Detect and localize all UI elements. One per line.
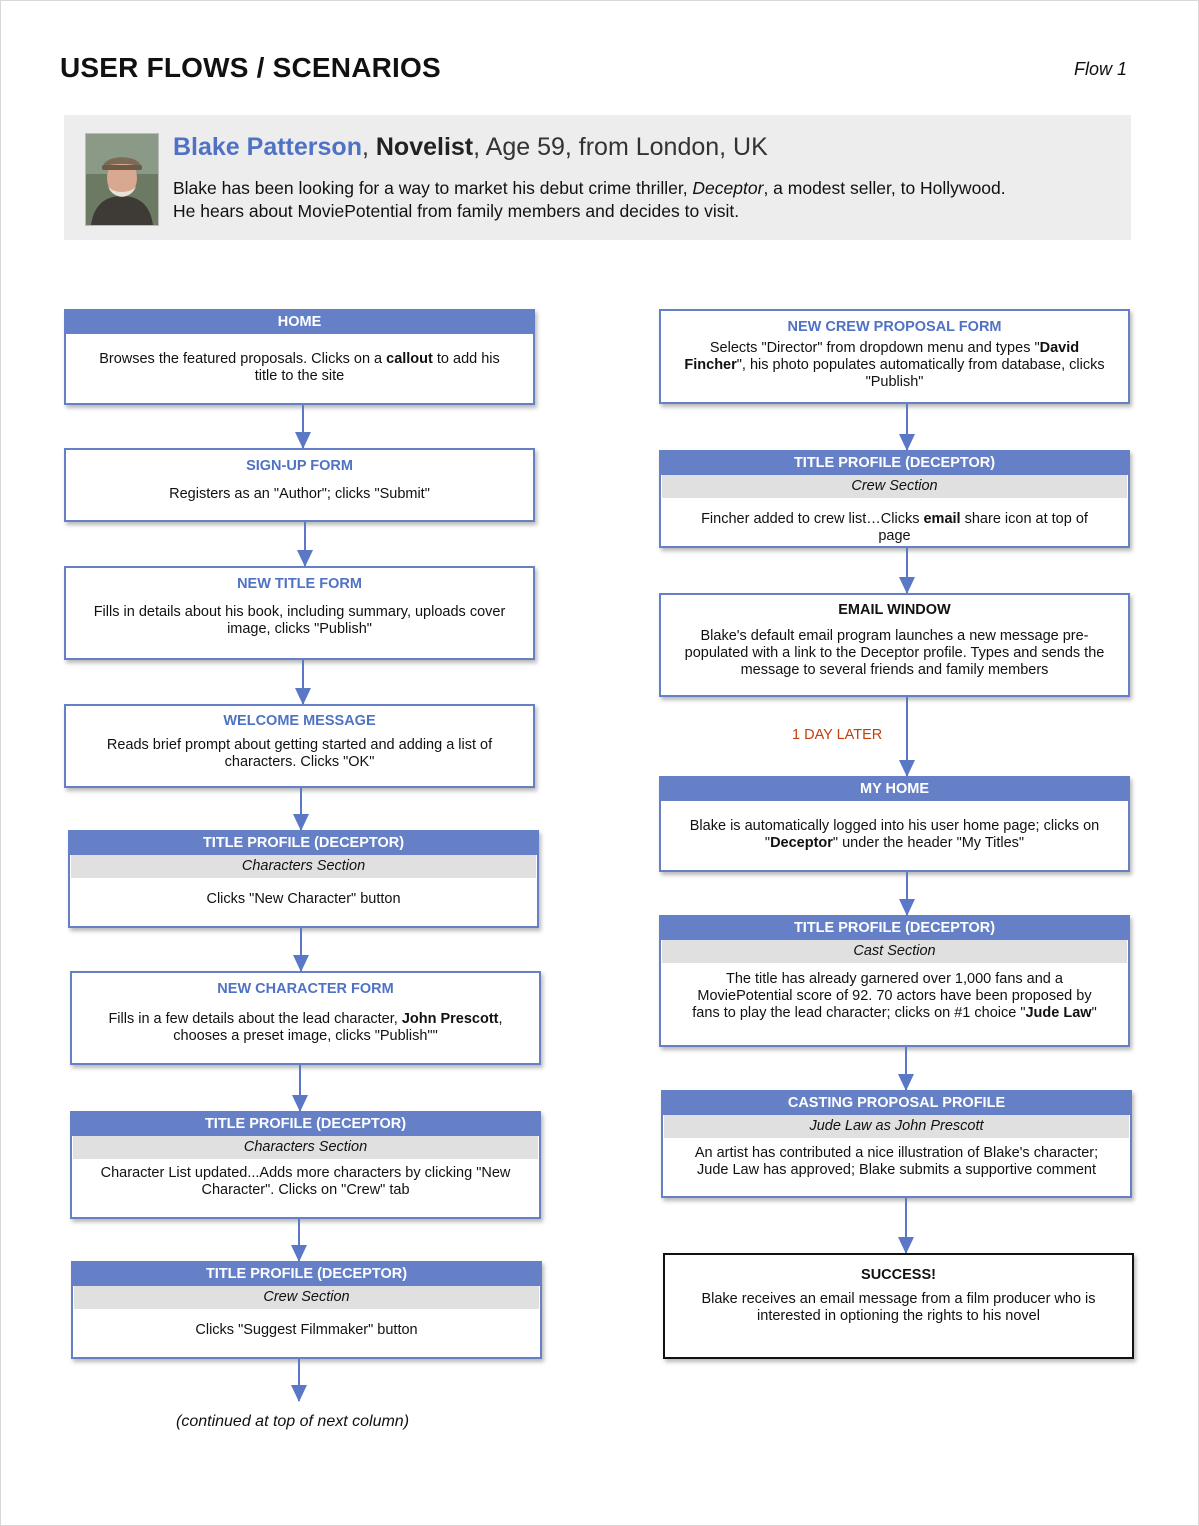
step-title-profile-crew-updated: TITLE PROFILE (DECEPTOR) Crew Section Fi… — [659, 450, 1130, 548]
step-description: Blake receives an email message from a f… — [701, 1291, 1096, 1324]
flow-arrow — [898, 1198, 914, 1254]
persona-description: Blake has been looking for a way to mark… — [173, 177, 1113, 223]
step-title: NEW CHARACTER FORM — [217, 981, 394, 997]
flow-arrow — [295, 660, 311, 705]
step-new-title-form: NEW TITLE FORM Fills in details about hi… — [64, 566, 535, 660]
step-section: Crew Section — [662, 475, 1127, 498]
continued-note: (continued at top of next column) — [176, 1413, 410, 1430]
persona-details: , Age 59, from London, UK — [473, 133, 768, 161]
step-section: Cast Section — [662, 940, 1127, 963]
step-new-crew-proposal-form: NEW CREW PROPOSAL FORM Selects "Director… — [659, 309, 1130, 404]
persona-card: Blake Patterson, Novelist, Age 59, from … — [64, 115, 1131, 240]
flow-arrow — [899, 872, 915, 916]
step-welcome-message: WELCOME MESSAGE Reads brief prompt about… — [64, 704, 535, 788]
step-title: TITLE PROFILE (DECEPTOR) — [661, 452, 1128, 475]
flow-arrow — [293, 928, 309, 972]
step-description: Fills in details about his book, includi… — [93, 604, 506, 637]
step-title: TITLE PROFILE (DECEPTOR) — [73, 1263, 540, 1286]
persona-line-1: Blake has been looking for a way to mark… — [173, 178, 1006, 198]
step-section: Jude Law as John Prescott — [664, 1115, 1129, 1138]
step-description: The title has already garnered over 1,00… — [692, 971, 1097, 1021]
step-description: Selects "Director" from dropdown menu an… — [684, 340, 1105, 390]
step-description: Blake's default email program launches a… — [684, 628, 1105, 678]
step-title: CASTING PROPOSAL PROFILE — [663, 1092, 1130, 1115]
step-title: SUCCESS! — [861, 1267, 936, 1283]
step-title: HOME — [66, 311, 533, 334]
book-title: Deceptor — [692, 178, 764, 198]
step-title-profile-characters-updated: TITLE PROFILE (DECEPTOR) Characters Sect… — [70, 1111, 541, 1219]
persona-role: Novelist — [375, 133, 474, 161]
step-email-window: EMAIL WINDOW Blake's default email progr… — [659, 593, 1130, 697]
step-description: Reads brief prompt about getting started… — [106, 737, 493, 770]
time-note: 1 DAY LATER — [792, 727, 883, 743]
step-description: Registers as an "Author"; clicks "Submit… — [169, 486, 430, 502]
avatar — [85, 133, 159, 226]
flow-arrow — [297, 522, 313, 567]
step-title: TITLE PROFILE (DECEPTOR) — [661, 917, 1128, 940]
persona-header: Blake Patterson, Novelist, Age 59, from … — [173, 133, 768, 161]
step-title: NEW CREW PROPOSAL FORM — [787, 319, 1002, 335]
step-description: Browses the featured proposals. Clicks o… — [99, 351, 500, 384]
flow-arrow — [293, 788, 309, 831]
flow-arrow — [899, 404, 915, 451]
step-section: Crew Section — [74, 1286, 539, 1309]
step-title-profile-crew: TITLE PROFILE (DECEPTOR) Crew Section Cl… — [71, 1261, 542, 1359]
step-description: Clicks "New Character" button — [206, 891, 401, 907]
step-description: Blake is automatically logged into his u… — [689, 818, 1100, 851]
step-description: An artist has contributed a nice illustr… — [694, 1145, 1099, 1178]
step-title: MY HOME — [661, 778, 1128, 801]
flow-arrow — [899, 548, 915, 594]
page-title: USER FLOWS / SCENARIOS — [60, 52, 441, 83]
step-section: Characters Section — [71, 855, 536, 878]
step-title: TITLE PROFILE (DECEPTOR) — [70, 832, 537, 855]
step-description: Fincher added to crew list…Clicks email … — [701, 511, 1088, 544]
step-title-profile-characters: TITLE PROFILE (DECEPTOR) Characters Sect… — [68, 830, 539, 928]
persona-line-2: He hears about MoviePotential from famil… — [173, 201, 740, 221]
flow-arrow — [291, 1359, 307, 1402]
step-success: SUCCESS! Blake receives an email message… — [663, 1253, 1134, 1359]
step-title: TITLE PROFILE (DECEPTOR) — [72, 1113, 539, 1136]
flow-arrow — [295, 405, 311, 449]
step-new-character-form: NEW CHARACTER FORM Fills in a few detail… — [70, 971, 541, 1065]
step-home: HOME Browses the featured proposals. Cli… — [64, 309, 535, 405]
step-section: Characters Section — [73, 1136, 538, 1159]
step-signup-form: SIGN-UP FORM Registers as an "Author"; c… — [64, 448, 535, 522]
step-description: Character List updated...Adds more chara… — [100, 1165, 511, 1198]
step-title-profile-cast: TITLE PROFILE (DECEPTOR) Cast Section Th… — [659, 915, 1130, 1047]
flow-label: Flow 1 — [1073, 59, 1127, 79]
step-description: Clicks "Suggest Filmmaker" button — [195, 1322, 418, 1338]
persona-name: Blake Patterson — [173, 133, 362, 161]
step-description: Fills in a few details about the lead ch… — [108, 1011, 503, 1044]
step-title: EMAIL WINDOW — [838, 602, 951, 618]
flow-arrow — [899, 697, 915, 777]
step-my-home: MY HOME Blake is automatically logged in… — [659, 776, 1130, 872]
step-title: WELCOME MESSAGE — [223, 713, 376, 729]
persona-photo — [86, 134, 158, 225]
step-title: SIGN-UP FORM — [246, 458, 353, 474]
step-casting-proposal-profile: CASTING PROPOSAL PROFILE Jude Law as Joh… — [661, 1090, 1132, 1198]
flow-arrow — [898, 1047, 914, 1091]
flow-arrow — [291, 1219, 307, 1262]
step-title: NEW TITLE FORM — [237, 576, 362, 592]
flow-arrow — [292, 1065, 308, 1112]
